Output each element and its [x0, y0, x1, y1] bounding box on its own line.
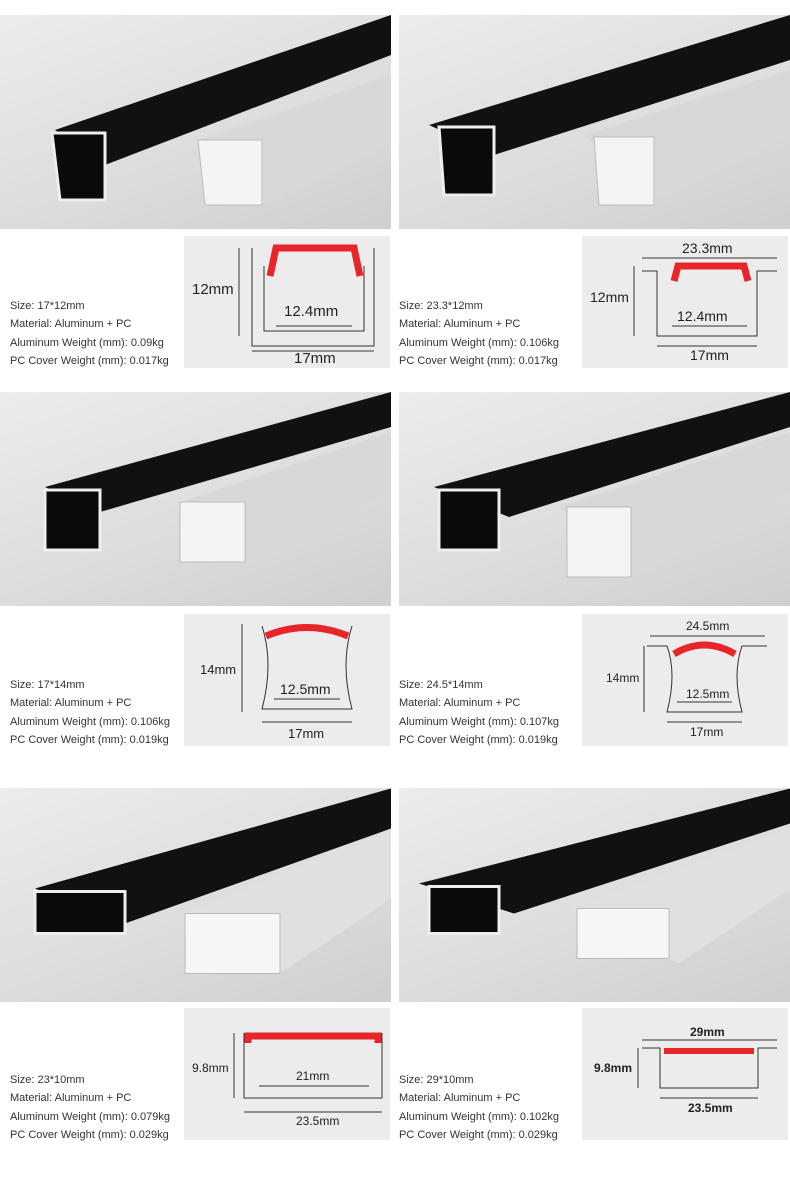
- height-dim: 14mm: [606, 671, 639, 685]
- material-label: Material: Aluminum + PC: [10, 318, 132, 331]
- product-photo-24x14: [399, 392, 790, 606]
- width-dim: 23.5mm: [688, 1101, 733, 1115]
- inner-dim: 12.5mm: [686, 687, 729, 701]
- width-dim: 17mm: [690, 347, 729, 363]
- profile-diagram: 23.3mm 12mm 12.4mm 17mm: [582, 236, 788, 368]
- profile-diagram: 9.8mm 21mm 23.5mm: [184, 1008, 390, 1140]
- material-label: Material: Aluminum + PC: [399, 318, 521, 331]
- aluminum-weight-label: Aluminum Weight (mm): 0.102kg: [399, 1110, 559, 1123]
- material-label: Material: Aluminum + PC: [399, 697, 521, 710]
- inner-dim: 12.4mm: [677, 308, 728, 324]
- size-label: Size: 23*10mm: [10, 1074, 85, 1086]
- product-photo-23x12: [399, 15, 790, 229]
- top-width-dim: 29mm: [690, 1025, 725, 1039]
- product-photo-29x10: [399, 788, 790, 1002]
- height-dim: 12mm: [192, 281, 234, 298]
- inner-dim: 21mm: [296, 1069, 329, 1083]
- profile-diagram: 24.5mm 14mm 12.5mm 17mm: [582, 614, 788, 746]
- product-photo-17x14: [0, 392, 391, 606]
- height-dim: 9.8mm: [192, 1061, 229, 1075]
- size-label: Size: 29*10mm: [399, 1074, 474, 1086]
- cover-weight-label: PC Cover Weight (mm): 0.017kg: [399, 354, 558, 367]
- spec-text: Size: 23.3*12mm Material: Aluminum + PC …: [399, 297, 559, 370]
- height-dim: 9.8mm: [594, 1061, 632, 1075]
- material-label: Material: Aluminum + PC: [399, 1092, 521, 1105]
- width-dim: 17mm: [690, 725, 723, 739]
- material-label: Material: Aluminum + PC: [10, 1092, 132, 1105]
- aluminum-weight-label: Aluminum Weight (mm): 0.09kg: [10, 336, 164, 349]
- aluminum-weight-label: Aluminum Weight (mm): 0.079kg: [10, 1110, 170, 1123]
- cover-weight-label: PC Cover Weight (mm): 0.019kg: [399, 733, 558, 746]
- size-label: Size: 17*12mm: [10, 300, 85, 312]
- spec-text: Size: 29*10mm Material: Aluminum + PC Al…: [399, 1071, 559, 1144]
- spec-text: Size: 23*10mm Material: Aluminum + PC Al…: [10, 1071, 170, 1144]
- size-label: Size: 24.5*14mm: [399, 679, 483, 691]
- spec-text: Size: 24.5*14mm Material: Aluminum + PC …: [399, 676, 559, 749]
- product-photo-23x10: [0, 788, 391, 1002]
- inner-dim: 12.5mm: [280, 681, 331, 697]
- width-dim: 23.5mm: [296, 1114, 339, 1128]
- aluminum-weight-label: Aluminum Weight (mm): 0.106kg: [10, 715, 170, 728]
- profile-diagram: 14mm 12.5mm 17mm: [184, 614, 390, 746]
- inner-dim: 12.4mm: [284, 303, 338, 320]
- profile-diagram: 12mm 12.4mm 17mm: [184, 236, 390, 368]
- cover-weight-label: PC Cover Weight (mm): 0.017kg: [10, 354, 169, 367]
- size-label: Size: 17*14mm: [10, 679, 85, 691]
- spec-text: Size: 17*14mm Material: Aluminum + PC Al…: [10, 676, 170, 749]
- height-dim: 14mm: [200, 662, 236, 677]
- width-dim: 17mm: [288, 726, 324, 741]
- cover-weight-label: PC Cover Weight (mm): 0.029kg: [399, 1128, 558, 1141]
- material-label: Material: Aluminum + PC: [10, 697, 132, 710]
- product-photo-17x12: [0, 15, 391, 229]
- profile-diagram: 29mm 9.8mm 23.5mm: [582, 1008, 788, 1140]
- height-dim: 12mm: [590, 289, 629, 305]
- width-dim: 17mm: [294, 350, 336, 367]
- spec-text: Size: 17*12mm Material: Aluminum + PC Al…: [10, 297, 169, 370]
- top-width-dim: 23.3mm: [682, 240, 733, 256]
- top-width-dim: 24.5mm: [686, 619, 729, 633]
- aluminum-weight-label: Aluminum Weight (mm): 0.106kg: [399, 336, 559, 349]
- size-label: Size: 23.3*12mm: [399, 300, 483, 312]
- aluminum-weight-label: Aluminum Weight (mm): 0.107kg: [399, 715, 559, 728]
- cover-weight-label: PC Cover Weight (mm): 0.019kg: [10, 733, 169, 746]
- cover-weight-label: PC Cover Weight (mm): 0.029kg: [10, 1128, 169, 1141]
